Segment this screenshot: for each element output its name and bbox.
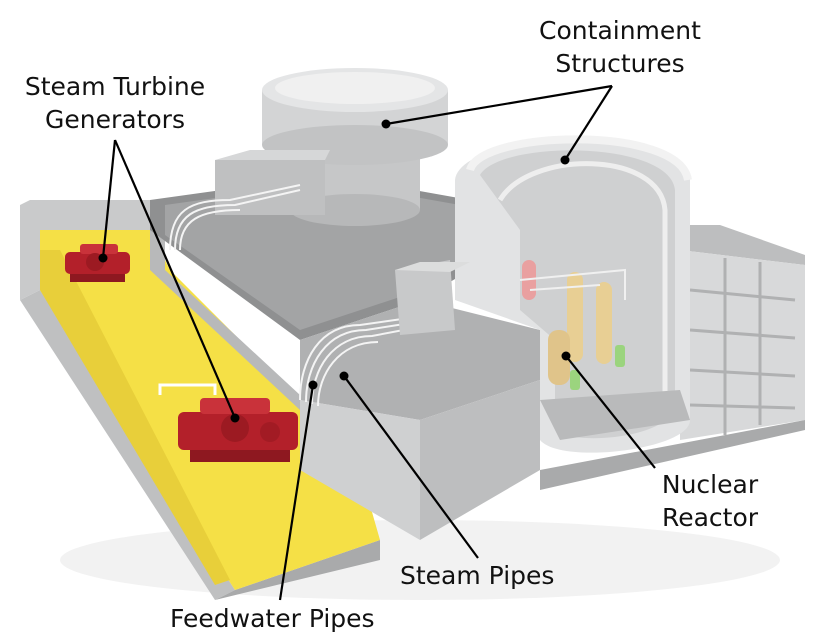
leader-dot-dome bbox=[560, 155, 570, 165]
leader-lines bbox=[101, 84, 656, 601]
leader-feedwater-pipes bbox=[278, 384, 315, 601]
leader-dot-reactor bbox=[561, 351, 571, 361]
reactor-line1: Nuclear bbox=[661, 470, 759, 499]
label-steam-pipes: Steam Pipes bbox=[400, 561, 555, 590]
leader-containment-to-dome bbox=[564, 85, 613, 161]
reactor-line2: Reactor bbox=[661, 503, 759, 532]
leader-reactor bbox=[565, 355, 656, 469]
coolant-pump-1 bbox=[570, 370, 580, 390]
leader-steam-pipes bbox=[343, 375, 479, 559]
turbine-line2: Generators bbox=[45, 105, 185, 134]
reactor-piping bbox=[519, 268, 626, 300]
leader-dot-feedwater bbox=[308, 380, 318, 390]
label-nuclear-reactor: Nuclear Reactor bbox=[640, 468, 780, 534]
steam-generator-2 bbox=[596, 282, 612, 364]
leader-dots bbox=[98, 119, 571, 423]
turbine-generator-1 bbox=[65, 244, 130, 282]
turbine-floor-shade bbox=[40, 250, 230, 585]
cylinder-base-block bbox=[215, 160, 325, 215]
pipe-block-top bbox=[395, 262, 470, 272]
leader-dot-gen2 bbox=[230, 413, 240, 423]
containment-dome-shell bbox=[466, 135, 692, 182]
right-building-face bbox=[680, 250, 805, 440]
reactor-vessel bbox=[548, 330, 570, 385]
cylinder-base-top bbox=[215, 150, 330, 160]
right-building-floors bbox=[689, 258, 796, 435]
turbine-crane bbox=[158, 383, 217, 395]
containment-line1: Containment bbox=[539, 16, 701, 45]
leader-turbine-to-gen1 bbox=[101, 139, 117, 259]
right-building-base bbox=[540, 420, 805, 490]
leader-turbine-to-gen2 bbox=[113, 139, 237, 419]
leader-dot-cylinder bbox=[381, 119, 391, 129]
leader-dot-steam bbox=[339, 371, 349, 381]
front-building-face bbox=[300, 400, 420, 540]
coolant-pump-2 bbox=[615, 345, 625, 367]
inner-steel-vessel bbox=[497, 161, 668, 400]
reactor-components bbox=[519, 260, 626, 390]
label-containment-structures: Containment Structures bbox=[520, 14, 720, 80]
turbine-generator-2 bbox=[178, 398, 298, 462]
containment-line2: Structures bbox=[555, 49, 685, 78]
right-building-top bbox=[665, 225, 805, 265]
front-building-side bbox=[420, 380, 540, 540]
turbine-hall-bottom-face bbox=[215, 540, 380, 600]
turbine-hall-left-wall bbox=[20, 200, 150, 300]
leader-dot-gen1 bbox=[98, 253, 108, 263]
steam-generator-1 bbox=[567, 272, 583, 362]
containment-floor bbox=[540, 390, 690, 440]
label-feedwater-pipes: Feedwater Pipes bbox=[170, 604, 375, 633]
leader-containment-to-cylinder bbox=[385, 84, 613, 126]
label-steam-turbine-generators: Steam Turbine Generators bbox=[10, 70, 220, 136]
pipe-block bbox=[395, 260, 455, 335]
turbine-line1: Steam Turbine bbox=[24, 72, 206, 101]
